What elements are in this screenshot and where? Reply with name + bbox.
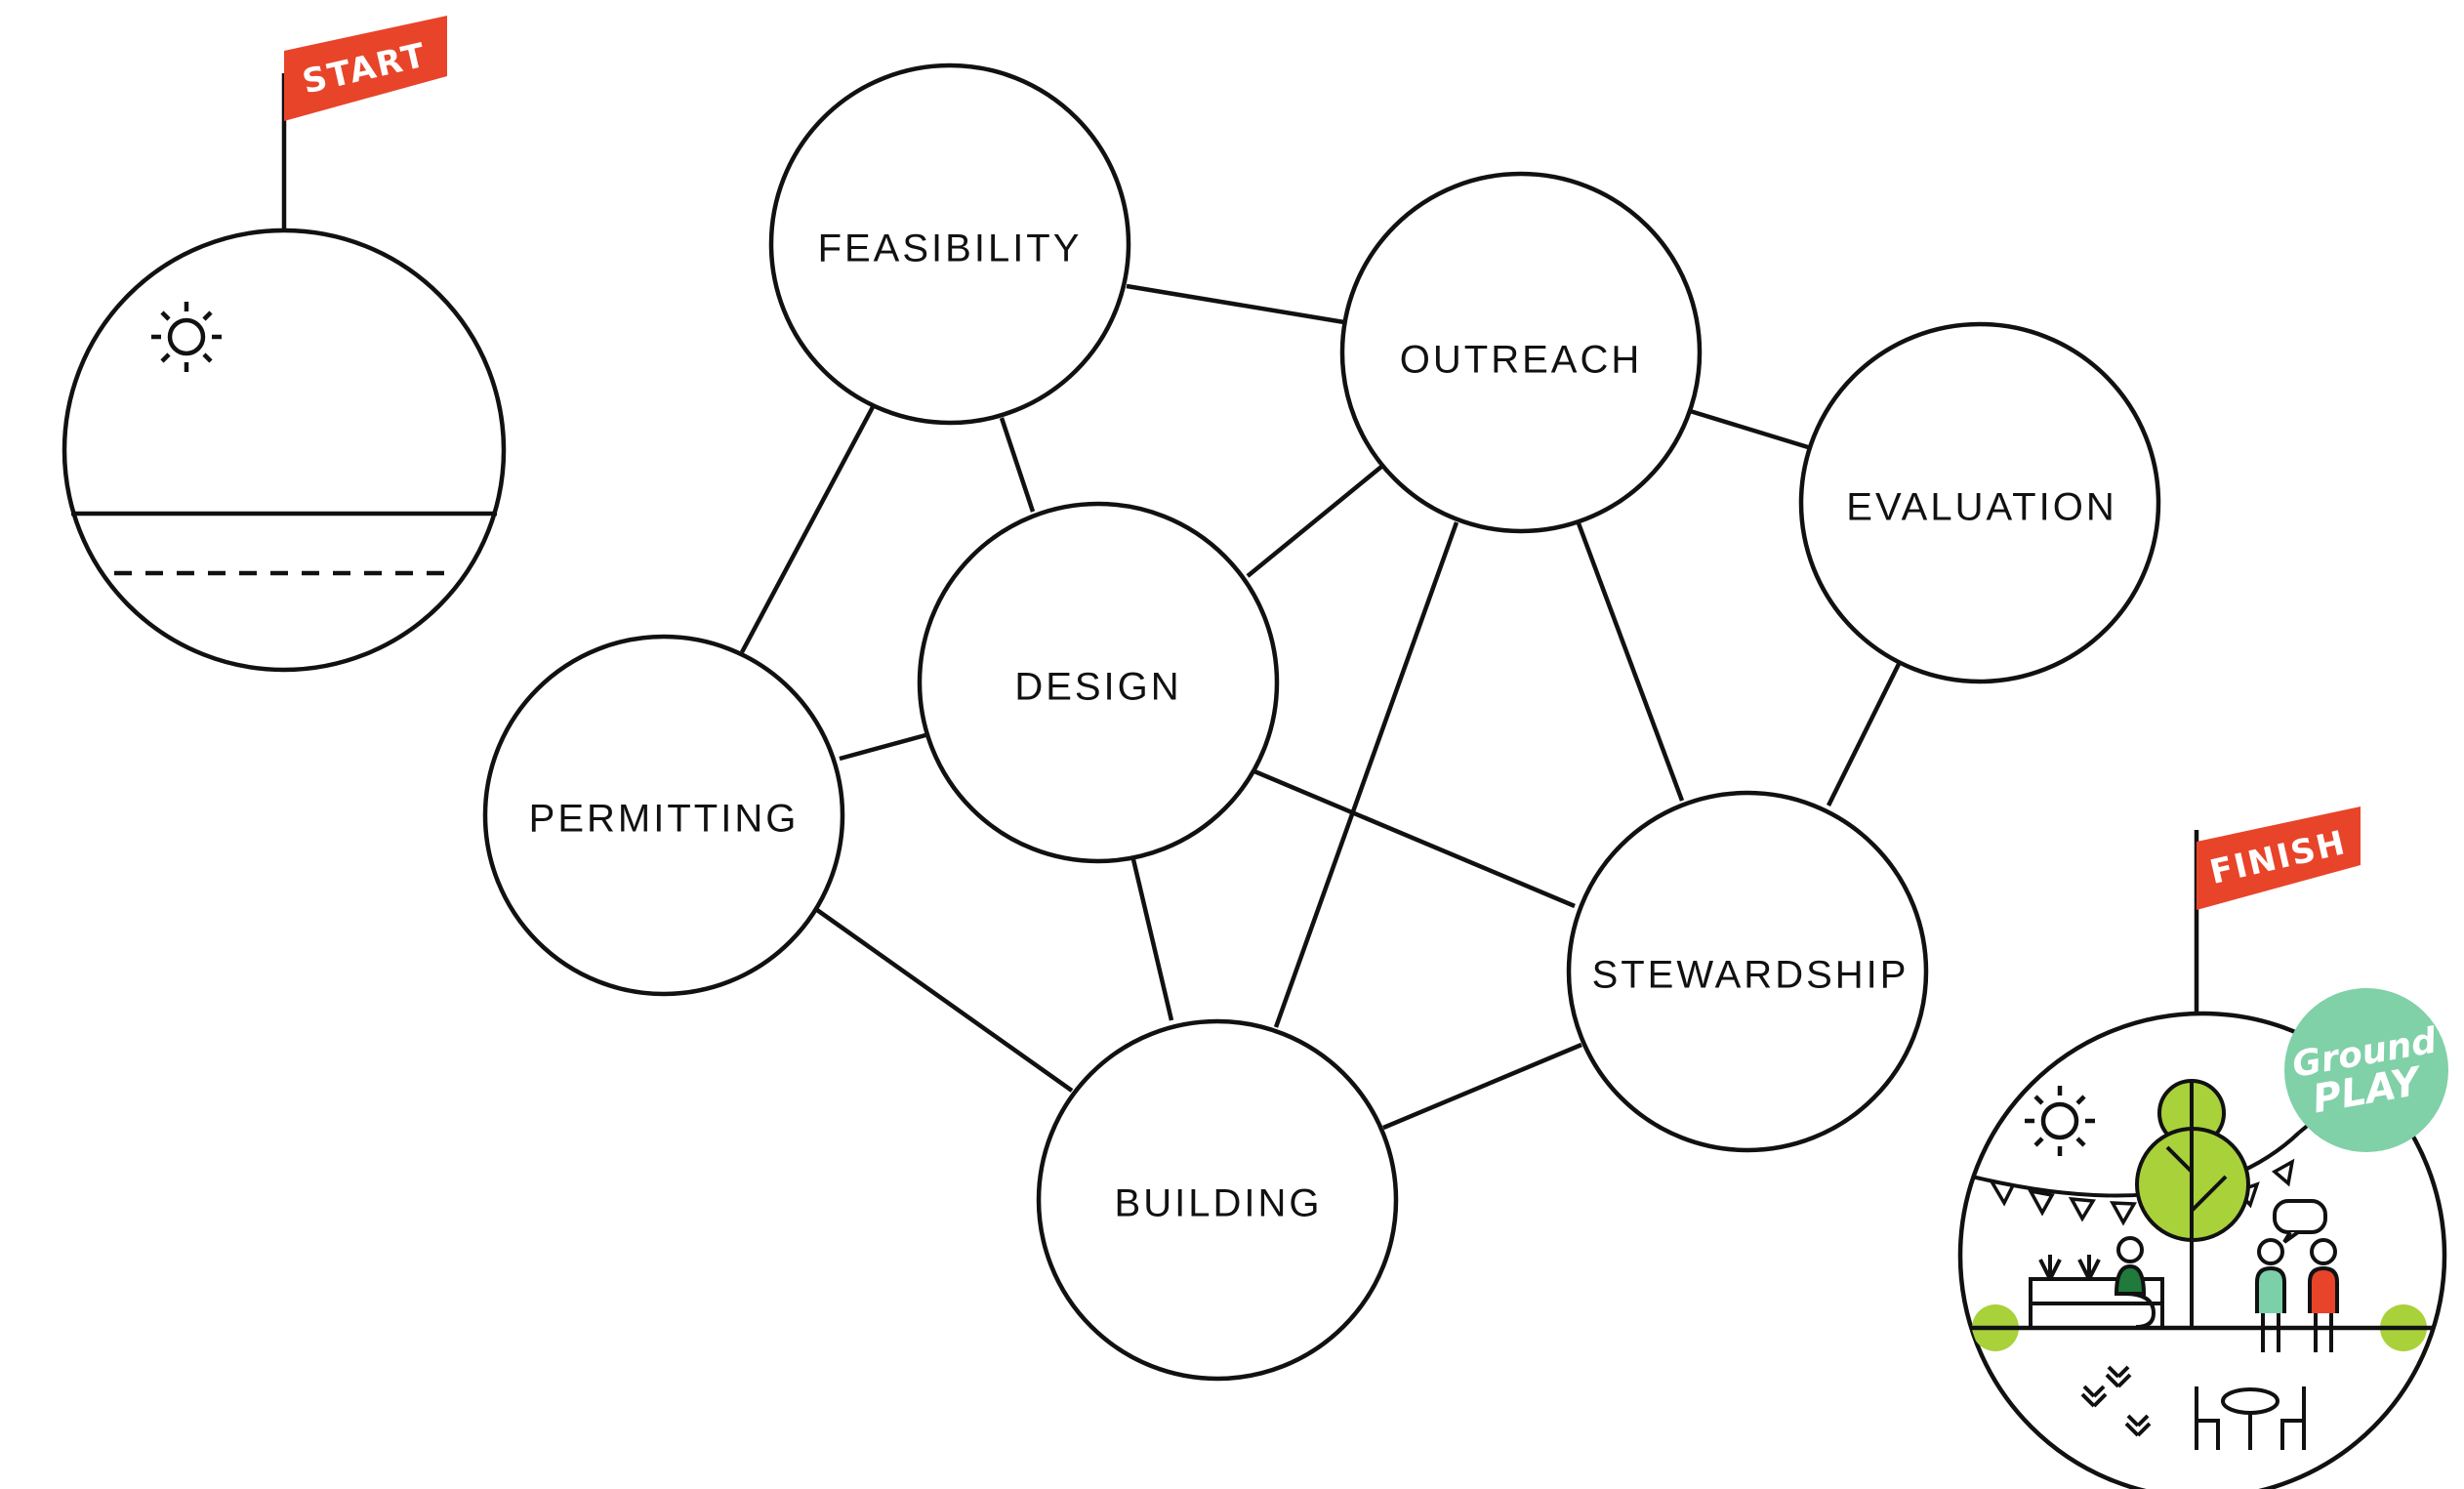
node-circle [917,501,1280,864]
node-label: FEASIBILITY [818,227,1083,270]
start-circle [62,227,507,673]
node-label: PERMITTING [529,798,800,841]
edge-design-stewardship [1253,768,1576,909]
edge-stewardship-building [1382,1042,1582,1131]
edge-outreach-evaluation [1686,407,1809,450]
edges [740,283,1902,1131]
person-icon [2308,1238,2339,1352]
node-building: BUILDING [1036,1018,1399,1382]
edge-outreach-stewardship [1576,522,1685,802]
edge-feasibility-permitting [740,403,876,654]
node-circle [482,634,845,997]
person-icon [2114,1236,2156,1329]
node-feasibility: FEASIBILITY [768,62,1131,426]
plants [2080,1365,2152,1437]
planter-icon [2029,1255,2164,1330]
node-evaluation: EVALUATION [1798,321,2161,684]
start-illustration: START [62,16,507,673]
finish-illustration: FINISH [1957,807,2448,1489]
node-label: EVALUATION [1846,486,2116,529]
node-label: DESIGN [1014,666,1181,709]
edge-outreach-design [1246,465,1383,578]
groundplay-logo: Ground PLAY [2284,988,2448,1152]
speech-bubble-icon [2273,1199,2327,1244]
edge-outreach-building [1273,521,1459,1028]
edge-design-permitting [839,732,926,762]
sun-icon [151,302,222,372]
sun-icon [2025,1086,2095,1156]
node-outreach: OUTREACH [1339,171,1703,534]
node-label: STEWARDSHIP [1592,954,1910,997]
edge-feasibility-outreach [1126,283,1345,325]
edge-evaluation-stewardship [1826,662,1902,807]
table-icon [2195,1386,2306,1450]
node-label: OUTREACH [1400,339,1642,382]
finish-flag [2197,807,2361,910]
node-circle [1036,1018,1399,1382]
tree-icon [2135,1079,2250,1328]
node-design: DESIGN [917,501,1280,864]
edge-feasibility-design [999,417,1036,513]
park-scene [1960,1079,2444,1450]
node-circle [768,62,1131,426]
node-stewardship: STEWARDSHIP [1566,790,1929,1153]
start-flag [284,16,447,121]
edge-permitting-building [815,908,1074,1093]
node-circle [1566,790,1929,1153]
node-circle [1798,321,2161,684]
person-icon [2255,1238,2286,1352]
node-permitting: PERMITTING [482,634,845,997]
edge-design-building [1129,854,1174,1021]
node-circle [1339,171,1703,534]
node-label: BUILDING [1115,1182,1323,1225]
